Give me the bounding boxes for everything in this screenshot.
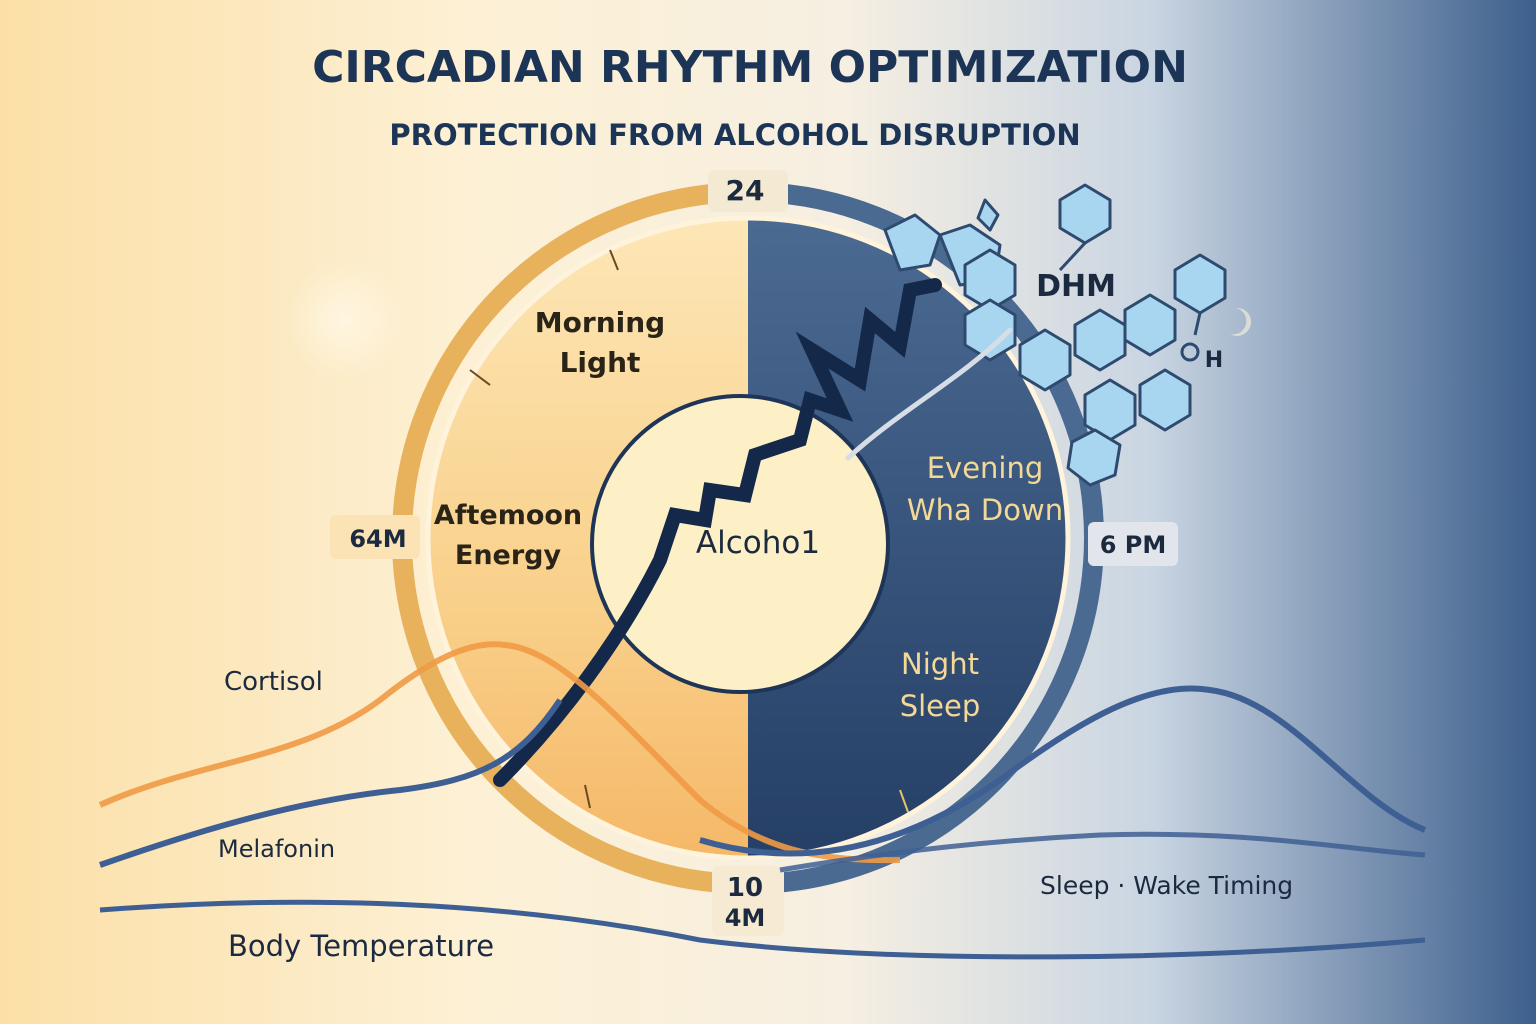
segment-night-line1: Night [901, 647, 979, 681]
small-moon-icon [1230, 307, 1252, 336]
melatonin-label: Melafonin [218, 835, 335, 863]
sleep-wake-curve [779, 831, 1426, 873]
right-label-bg [1088, 522, 1178, 566]
clock-label-24: 24 [726, 174, 765, 207]
bottom-label-bg [712, 866, 784, 936]
inner-ring-border [425, 215, 1071, 861]
cortisol-label: Cortisol [224, 667, 323, 697]
clock-label-bottom-2: 4M [725, 904, 766, 932]
body-temperature-curve [99, 899, 1426, 960]
sun-glow [285, 260, 405, 380]
segment-morning-line2: Light [560, 346, 641, 379]
page-title: CIRCADIAN RHYTHM OPTIMIZATION [312, 42, 1188, 93]
segment-evening-line1: Evening [927, 451, 1044, 485]
segment-evening-line2: Wha Down [907, 493, 1063, 527]
tick-mark [609, 249, 619, 271]
body-temperature-label: Body Temperature [228, 929, 494, 963]
top-label-bg [708, 170, 788, 212]
segment-afternoon-line2: Energy [455, 540, 562, 571]
page-subtitle: PROTECTION FROM ALCOHOL DISRUPTION [389, 118, 1080, 152]
segment-afternoon-line1: Aftemoon [434, 500, 582, 531]
dhm-label: DHM [1036, 269, 1116, 304]
left-label-bg [330, 515, 420, 559]
clock-label-right: 6 PM [1100, 531, 1167, 559]
segment-night-line2: Sleep [900, 689, 981, 723]
clock-label-bottom-1: 10 [727, 873, 763, 903]
dhm-molecule-icon [883, 183, 1227, 487]
tick-mark [899, 789, 909, 813]
tick-mark [584, 784, 591, 809]
molecule-group-label: H [1205, 348, 1223, 373]
tick-mark [469, 369, 491, 386]
melatonin-curve-night [699, 685, 1427, 857]
center-disc [590, 394, 890, 694]
melatonin-curve-rising [99, 698, 563, 868]
sleep-wake-label: Sleep · Wake Timing [1040, 871, 1293, 900]
alcohol-disruption-bolt-icon [493, 278, 1013, 787]
cortisol-curve [98, 641, 901, 864]
day-half [428, 218, 748, 858]
segment-morning-line1: Morning [535, 306, 665, 339]
clock-label-left: 64M [349, 525, 406, 553]
center-alcohol-label: Alcoho1 [696, 525, 820, 561]
moon-icon [1222, 512, 1278, 577]
